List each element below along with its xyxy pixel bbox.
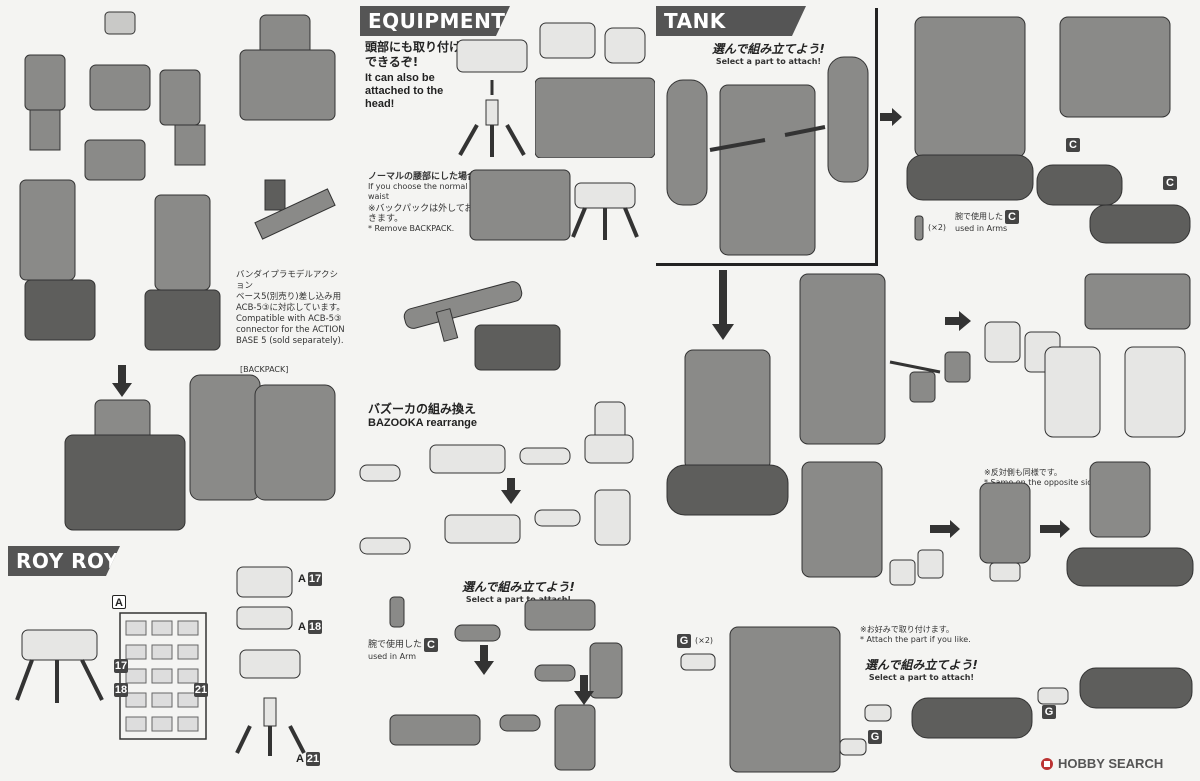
knee-attach-detail-diagram <box>975 478 1040 583</box>
backpack-label: [BACKPACK] <box>240 365 289 374</box>
head-attach-note-jp: 頭部にも取り付けできるぞ! <box>365 40 462 69</box>
arm-part-icon <box>914 215 924 241</box>
head-equipment-diagram <box>452 35 532 160</box>
robot-shoulder-closeup-diagram <box>534 18 656 159</box>
tank-leg-attach-diagram <box>1035 15 1195 245</box>
down-arrow-icon <box>112 365 132 402</box>
right-arrow-icon <box>880 108 902 131</box>
action-base-note-jp-3: ACB-5③に対応しています。 <box>236 303 345 313</box>
head-attach-note-en: It can also be attached to the head! <box>365 72 444 110</box>
tank-mode-complete-diagram <box>665 345 790 520</box>
g-tag-3: G <box>1042 705 1056 719</box>
tank-tag-c-2: C <box>1163 176 1177 190</box>
g-part-icon <box>680 652 716 677</box>
stand-assembly-diagram <box>232 648 312 758</box>
head-part-assembly-diagram <box>232 565 297 640</box>
section-banner-tank-forms: TANK FORMS <box>656 6 806 36</box>
action-base-note-jp-2: ベース5(別売り)差し込み用 <box>236 292 342 302</box>
bazooka-hand-diagram <box>395 255 570 375</box>
leg-swap-diagram <box>795 272 1195 452</box>
knee-swap-diagram <box>800 460 945 590</box>
part-a21-letter: A <box>296 753 304 765</box>
part-a18-number: 18 <box>307 620 322 634</box>
attach-if-like-note-en: * Attach the part if you like. <box>860 635 971 644</box>
g-tag-2: G <box>868 730 882 744</box>
tank-attach-diagram <box>665 55 870 260</box>
robot-exploded-diagram <box>10 10 230 355</box>
g-part-tag: G <box>677 634 691 648</box>
used-in-arms-note-jp: 腕で使用した <box>955 212 1003 221</box>
bazooka-rearrange-title-jp: バズーカの組み換え <box>368 402 477 416</box>
runner-diagram: A 17 18 21 <box>112 595 212 745</box>
runner-part-18: 18 <box>114 683 128 697</box>
robot-back-connector-diagram <box>235 10 340 265</box>
attach-if-like-note-jp: ※お好みで取り付けます。 <box>860 625 954 634</box>
runner-part-21: 21 <box>194 683 208 697</box>
tank-tag-c-1: C <box>1066 138 1080 152</box>
roy-roy-stand-diagram <box>12 625 107 705</box>
runner-label: A <box>112 595 126 609</box>
watermark: HOBBY SEARCH <box>1040 756 1163 771</box>
tank-legs-diagram <box>905 15 1035 205</box>
used-in-arms-tag: C <box>1005 210 1019 224</box>
down-arrow-icon <box>712 270 734 345</box>
leg-on-track-diagram <box>1065 460 1195 590</box>
robot-with-backpack-diagram <box>60 395 190 535</box>
g-part-x2-label: (×2) <box>695 636 714 645</box>
tank-x2-label: (×2) <box>928 223 947 232</box>
remove-backpack-note-en: * Remove BACKPACK. <box>368 224 455 233</box>
used-in-arms-note-en: used in Arms <box>955 224 1008 233</box>
tank-forms-frame <box>656 8 878 266</box>
action-base-note-jp-1: バンダイプラモデルアクション <box>236 270 339 291</box>
used-in-arm-note-en: used in Arm <box>368 652 417 661</box>
part-a17-letter: A <box>298 573 306 585</box>
part-a21-number: 21 <box>305 752 320 766</box>
waist-equipment-diagram <box>465 165 645 245</box>
track-connect-diagram <box>910 660 1195 745</box>
tank-select-note-2-jp: 選んで組み立てよう! <box>865 658 978 672</box>
normal-waist-note-en: If you choose the normal waist <box>368 182 468 201</box>
bazooka-rearrange-diagram <box>355 400 650 570</box>
part-a17-number: 17 <box>307 572 322 586</box>
right-arrow-icon <box>930 520 960 543</box>
remove-backpack-note-jp: ※バックパックは外しておきます。 <box>368 204 474 224</box>
part-a18-letter: A <box>298 621 306 633</box>
right-arrow-icon <box>1040 520 1070 543</box>
used-in-arm-tag: C <box>424 638 439 652</box>
tank-select-note-jp: 選んで組み立てよう! <box>712 42 825 56</box>
section-banner-roy-roy: ROY ROY <box>8 546 120 576</box>
used-in-arm-note-jp: 腕で使用した <box>368 640 423 650</box>
bazooka-options-diagram <box>385 595 645 775</box>
tank-select-note-2-en: Select a part to attach! <box>868 673 975 682</box>
runner-part-17: 17 <box>114 659 128 673</box>
opposite-side-note-en: * Same on the opposite side. <box>984 478 1100 487</box>
action-base-note-en: Compatible with ACB-5③ connector for the… <box>236 314 345 346</box>
bazooka-rearrange-title-en: BAZOOKA rearrange <box>368 417 478 429</box>
opposite-side-note-jp: ※反対側も同様です。 <box>984 468 1062 477</box>
bazooka-select-note-jp: 選んで組み立てよう! <box>462 580 575 594</box>
hobby-search-logo-icon <box>1041 757 1053 770</box>
section-banner-equipments: EQUIPMENTS <box>360 6 510 36</box>
tank-select-note-en: Select a part to attach! <box>715 57 822 66</box>
bazooka-select-note-en: Select a part to attach! <box>465 595 572 604</box>
normal-waist-note-jp: ノーマルの腰部にした場合 <box>368 172 477 182</box>
leg-with-g-parts-diagram <box>725 625 895 775</box>
backpack-diagram <box>185 370 340 505</box>
watermark-text: HOBBY SEARCH <box>1058 756 1164 771</box>
